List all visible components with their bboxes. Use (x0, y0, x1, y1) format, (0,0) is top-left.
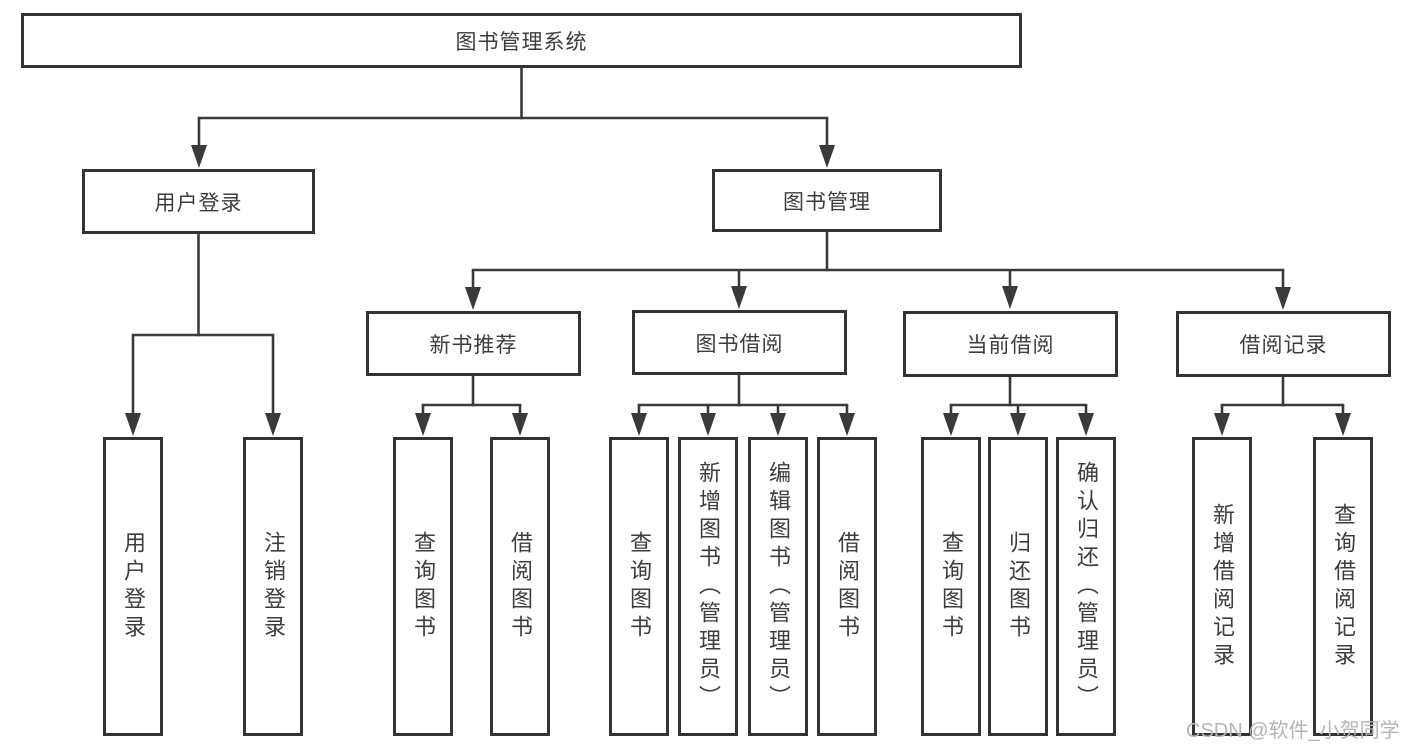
leaf-query-book-1-label: 查询图书 (411, 530, 436, 643)
leaf-borrow-book-1-label: 借阅图书 (508, 530, 533, 643)
leaf-query-book-3-label: 查询图书 (939, 530, 964, 643)
leaf-user-login: 用户登录 (103, 437, 163, 736)
arrowheads (125, 145, 1351, 436)
node-current-borrow-label: 当前借阅 (966, 334, 1055, 357)
leaf-logout-label: 注销登录 (261, 530, 286, 643)
leaf-return-book-label: 归还图书 (1006, 530, 1031, 643)
node-new-book-recommend-label: 新书推荐 (429, 333, 518, 357)
leaf-edit-book-admin: 编辑图书（管理员） (748, 437, 808, 736)
leaf-add-book-admin: 新增图书（管理员） (678, 437, 738, 736)
node-book-management: 图书管理 (712, 169, 942, 232)
leaf-query-book-2-label: 查询图书 (627, 530, 652, 643)
leaf-borrow-book-2-label: 借阅图书 (835, 530, 860, 643)
leaf-query-book-3: 查询图书 (921, 437, 981, 736)
leaf-user-login-label: 用户登录 (121, 530, 146, 643)
leaf-confirm-return-admin-label: 确认归还（管理员） (1074, 460, 1099, 713)
leaf-add-book-admin-label: 新增图书（管理员） (696, 460, 721, 713)
node-borrow-record-label: 借阅记录 (1239, 334, 1328, 357)
leaf-borrow-book-1: 借阅图书 (490, 437, 550, 736)
leaf-logout: 注销登录 (243, 437, 303, 736)
node-root-label: 图书管理系统 (455, 30, 588, 54)
node-current-borrow: 当前借阅 (903, 311, 1118, 377)
leaf-query-book-2: 查询图书 (609, 437, 669, 736)
node-book-borrow-label: 图书借阅 (695, 332, 784, 356)
leaf-edit-book-admin-label: 编辑图书（管理员） (766, 460, 791, 713)
node-root-system: 图书管理系统 (21, 13, 1022, 68)
node-user-login: 用户登录 (82, 169, 315, 234)
leaf-query-borrow-record-label: 查询借阅记录 (1331, 502, 1356, 671)
csdn-watermark: CSDN @软件_小贺同学 (1186, 720, 1400, 742)
leaf-query-borrow-record: 查询借阅记录 (1313, 437, 1373, 736)
leaf-borrow-book-2: 借阅图书 (817, 437, 877, 736)
leaf-confirm-return-admin: 确认归还（管理员） (1056, 437, 1116, 736)
node-new-book-recommend: 新书推荐 (366, 311, 581, 376)
leaf-add-borrow-record: 新增借阅记录 (1192, 437, 1252, 736)
node-book-borrow: 图书借阅 (632, 310, 847, 375)
leaf-add-borrow-record-label: 新增借阅记录 (1210, 502, 1235, 671)
node-user-login-label: 用户登录 (154, 191, 243, 215)
leaf-query-book-1: 查询图书 (393, 437, 453, 736)
node-book-management-label: 图书管理 (783, 190, 871, 214)
leaf-return-book: 归还图书 (988, 437, 1048, 736)
node-borrow-record: 借阅记录 (1176, 311, 1391, 377)
